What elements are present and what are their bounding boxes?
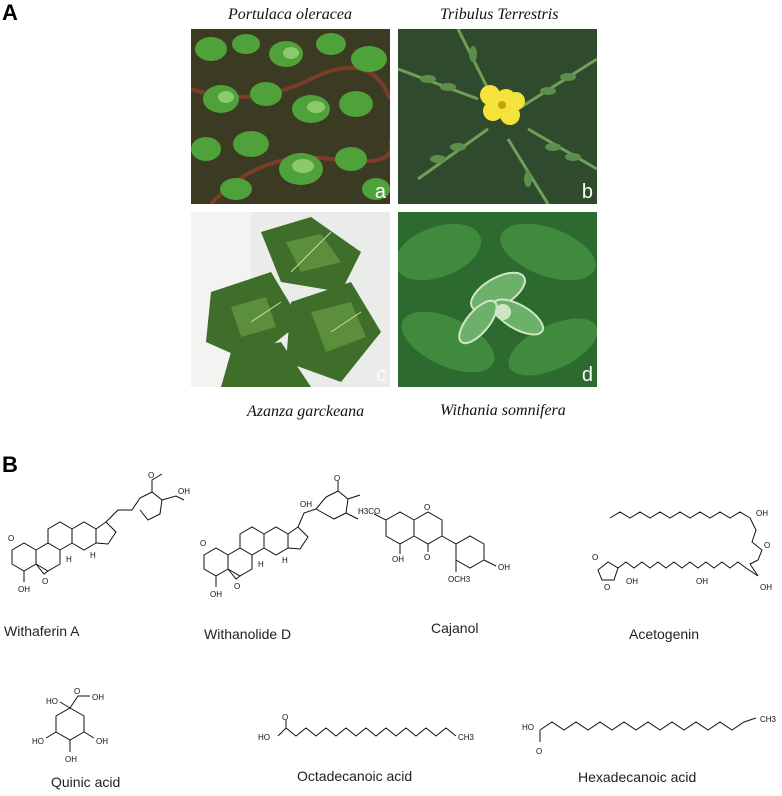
atom-label: OH	[392, 555, 404, 564]
photo-azanza-garckeana: c	[191, 212, 390, 387]
atom-label: OH	[96, 737, 108, 746]
atom-label: H	[66, 555, 72, 564]
atom-label: OH	[178, 487, 190, 496]
compound-name-cajanol: Cajanol	[431, 620, 479, 636]
atom-label: HO	[46, 697, 58, 706]
photo-sublabel-a: a	[374, 181, 386, 203]
atom-label: OH	[92, 693, 104, 702]
atom-label: OCH3	[448, 575, 471, 584]
atom-label: CH3	[458, 733, 475, 742]
atom-label: CH3	[760, 715, 777, 724]
atom-label: O	[234, 582, 240, 591]
compound-name-withaferin-a: Withaferin A	[4, 623, 80, 639]
photo-sublabel-d: d	[581, 364, 593, 386]
species-title-tribulus: Tribulus Terrestris	[440, 6, 559, 23]
atom-label: OH	[18, 585, 30, 594]
compound-name-octadecanoic-acid: Octadecanoic acid	[297, 768, 413, 784]
atom-label: OH	[696, 577, 708, 586]
compound-name-acetogenin: Acetogenin	[629, 626, 700, 642]
structure-acetogenin: OH O O O OH OH OH	[590, 500, 778, 605]
atom-label: OH	[760, 583, 772, 592]
structure-octadecanoic-acid: O HO CH3	[256, 712, 486, 752]
photo-withania-somnifera: d	[398, 212, 597, 387]
atom-label: H	[282, 556, 288, 565]
atom-label: HO	[32, 737, 44, 746]
photo-tribulus-terrestris: b	[398, 29, 597, 204]
atom-label: HO	[522, 723, 534, 732]
atom-label: O	[604, 583, 610, 592]
species-title-azanza: Azanza garckeana	[247, 403, 365, 420]
atom-label: O	[424, 553, 430, 562]
compound-name-hexadecanoic-acid: Hexadecanoic acid	[578, 769, 697, 785]
atom-label: O	[334, 475, 340, 483]
atom-label: H3CO	[358, 507, 380, 516]
structure-cajanol: H3CO O OH O OCH3 OH	[356, 490, 526, 600]
atom-label: O	[200, 539, 206, 548]
atom-label: OH	[65, 755, 77, 764]
structure-withanolide-d: O O OH OH O H H	[192, 475, 372, 615]
atom-label: OH	[756, 509, 768, 518]
compound-name-withanolide-d: Withanolide D	[204, 626, 292, 642]
atom-label: O	[536, 747, 542, 756]
atom-label: H	[90, 551, 96, 560]
panel-a-label: A	[2, 0, 18, 25]
atom-label: O	[42, 577, 48, 586]
species-title-withania: Withania somnifera	[440, 402, 566, 419]
atom-label: O	[8, 534, 14, 543]
atom-label: OH	[300, 500, 312, 509]
atom-label: O	[592, 553, 598, 562]
panel-b-label: B	[2, 452, 18, 477]
atom-label: O	[74, 688, 80, 696]
photo-portulaca-oleracea: a	[191, 29, 390, 204]
photo-sublabel-b: b	[581, 181, 593, 203]
atom-label: OH	[210, 590, 222, 599]
atom-label: O	[282, 713, 288, 722]
atom-label: H	[258, 560, 264, 569]
atom-label: HO	[258, 733, 270, 742]
atom-label: O	[148, 471, 154, 480]
structure-quinic-acid: O OH HO HO OH OH	[30, 688, 130, 768]
structure-hexadecanoic-acid: HO O CH3	[520, 700, 782, 760]
atom-label: O	[764, 541, 770, 550]
atom-label: OH	[498, 563, 510, 572]
atom-label: OH	[626, 577, 638, 586]
species-title-portulaca: Portulaca oleracea	[228, 6, 352, 23]
atom-label: O	[424, 503, 430, 512]
compound-name-quinic-acid: Quinic acid	[51, 774, 121, 790]
photo-sublabel-c: c	[376, 364, 386, 386]
structure-withaferin-a: O O OH OH O H H	[0, 470, 190, 610]
